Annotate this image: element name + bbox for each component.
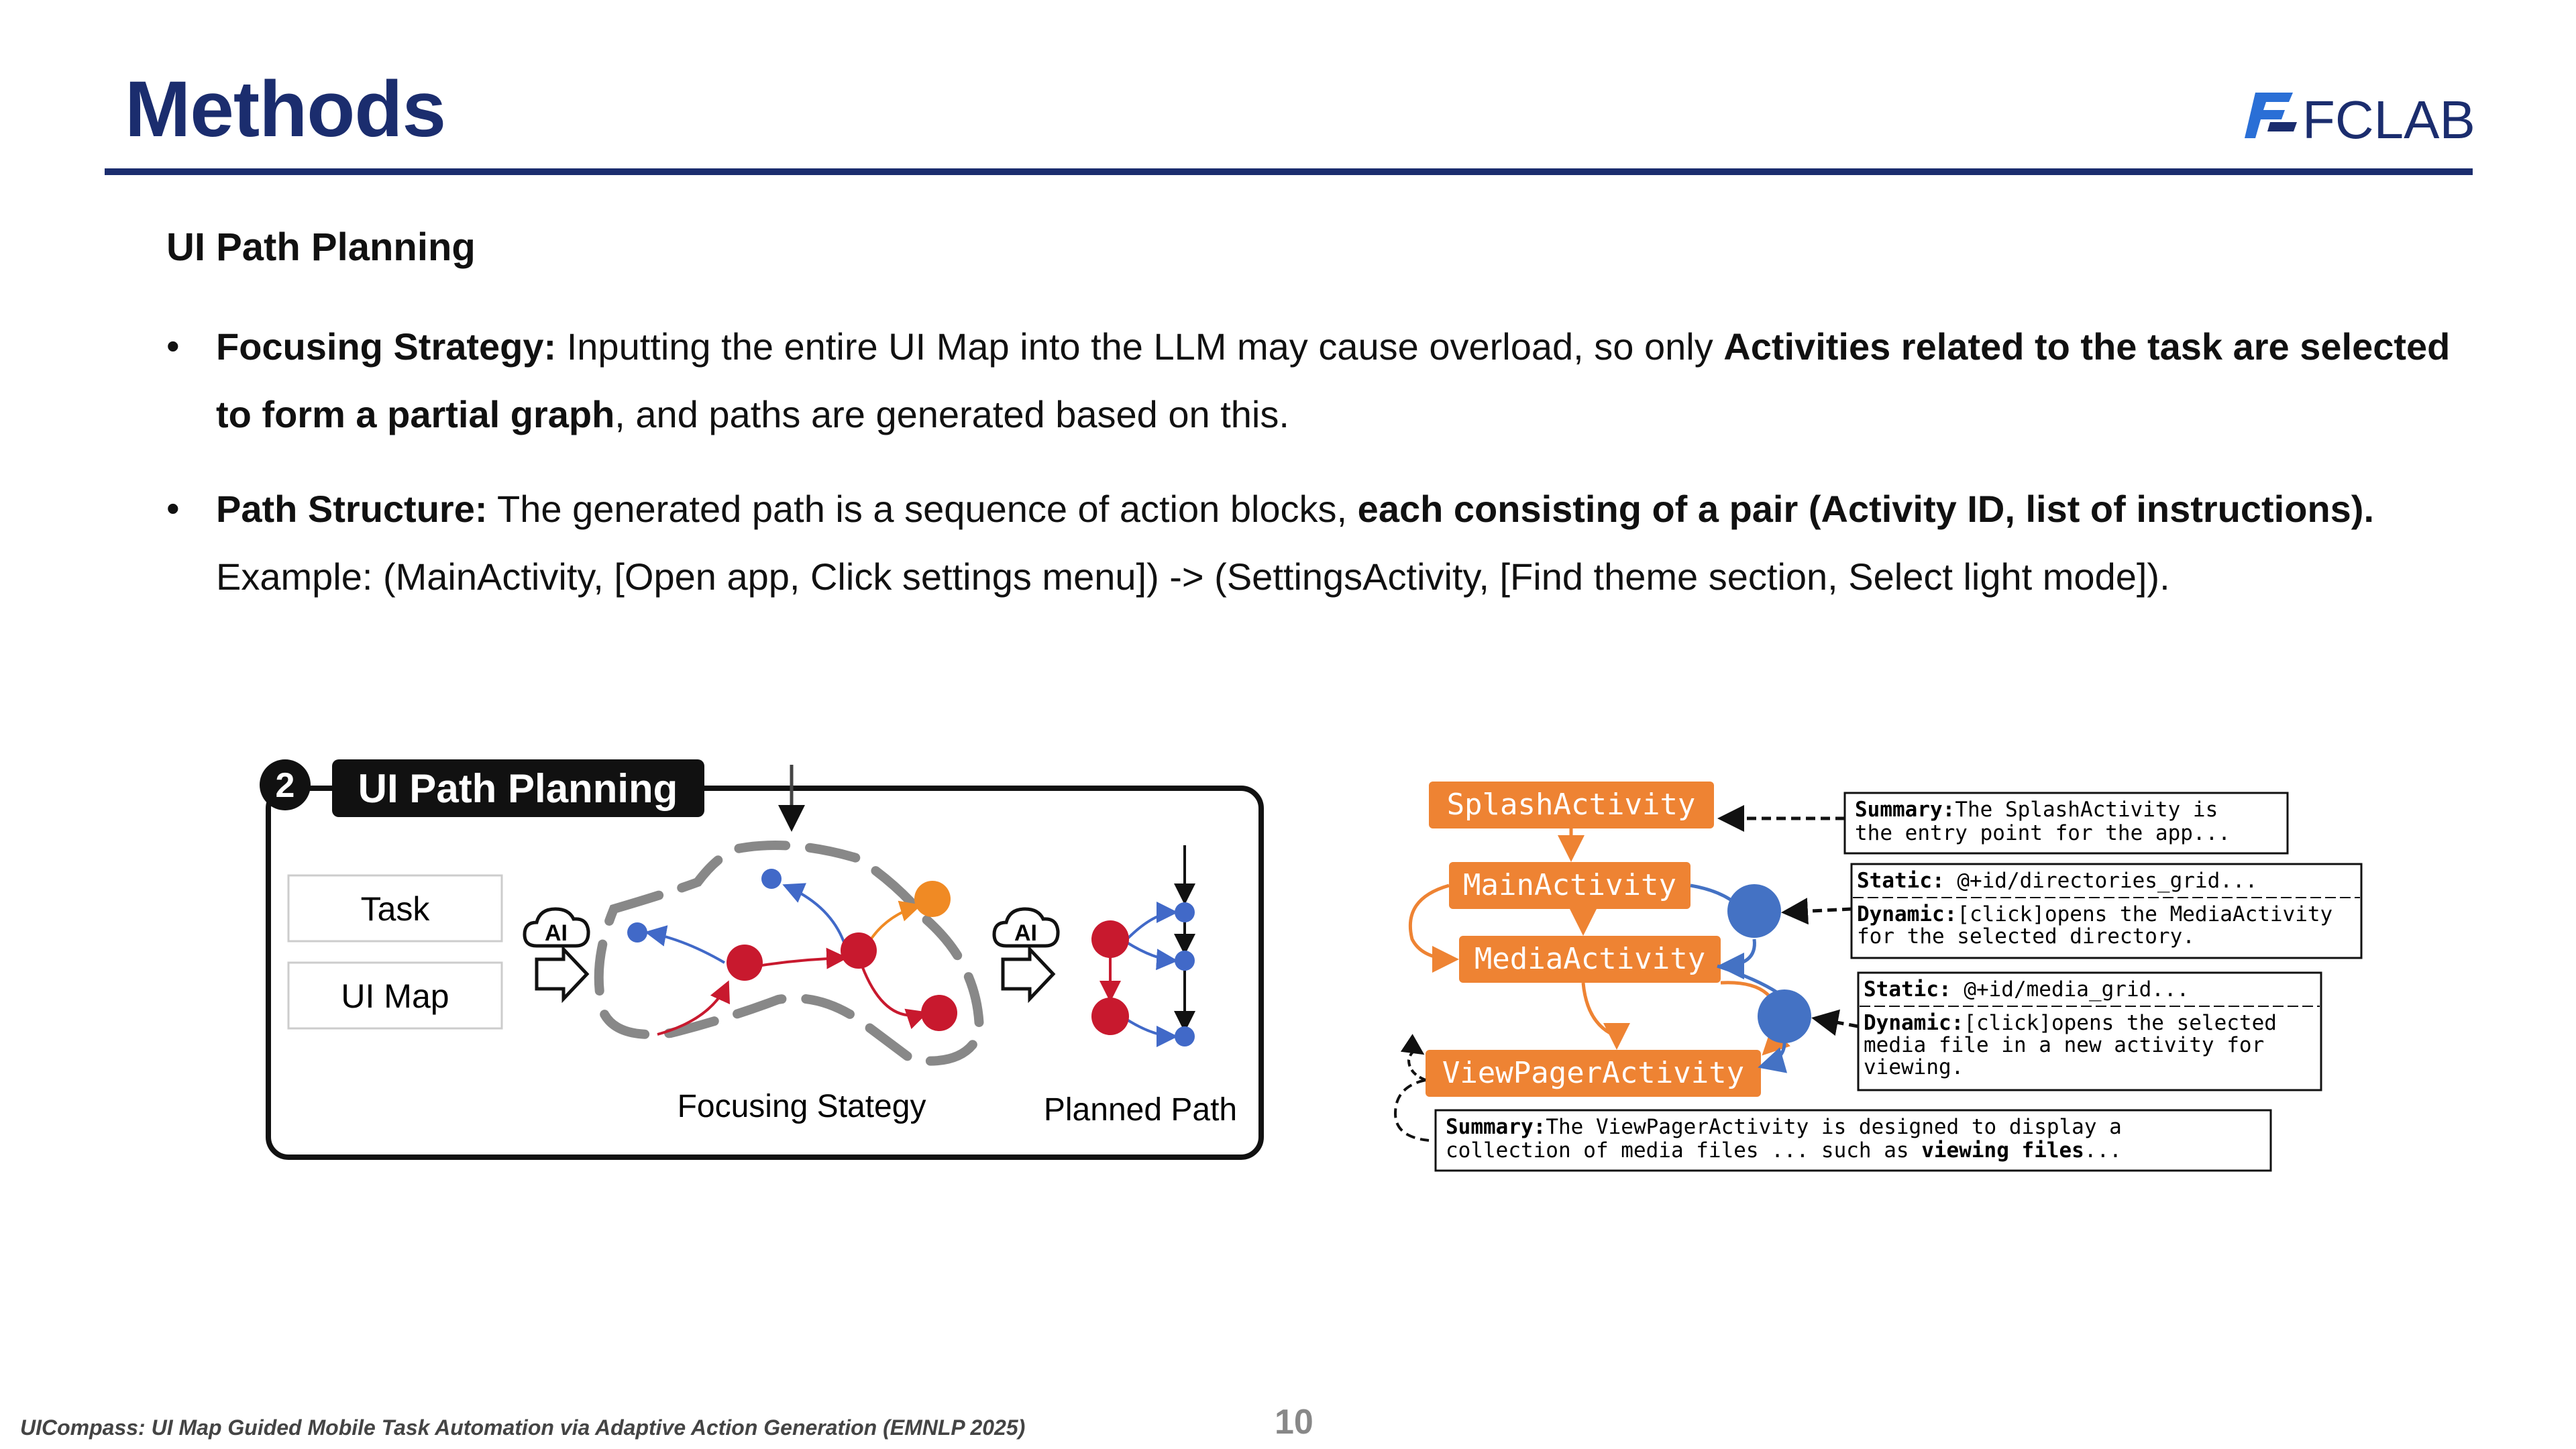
note-line: Summary:The SplashActivity is (1855, 798, 2218, 822)
activity-label: ViewPagerActivity (1442, 1056, 1744, 1090)
viewpager-summary-note (1434, 1109, 2272, 1172)
panel-title: UI Path Planning (358, 766, 678, 811)
bullet-text: , and paths are generated based on this. (614, 393, 1289, 435)
citation-footer: UICompass: UI Map Guided Mobile Task Aut… (20, 1415, 1026, 1440)
path-node (1091, 998, 1129, 1035)
graph-node (841, 932, 877, 969)
graph-node (727, 945, 763, 981)
bullet-emphasis: Activities related to the task are selec… (216, 325, 2451, 435)
bullet-text: Inputting the entire UI Map into the LLM… (556, 325, 1724, 368)
activity-graph-figure: SplashActivity MainActivity MediaActivit… (1393, 782, 2363, 1172)
widget-node (1727, 884, 1781, 938)
panel-title-bar (332, 759, 704, 817)
path-node (1175, 951, 1195, 971)
path-node (1091, 920, 1129, 958)
page-title: Methods (125, 65, 446, 154)
bullet-focusing-strategy: Focusing Strategy: Inputting the entire … (216, 313, 2483, 448)
media-widget-note (1857, 971, 2322, 1091)
arrow-right-icon (1001, 945, 1056, 1004)
note-line: Dynamic:[click]opens the selected (1864, 1011, 2277, 1035)
logo-text: FCLAB (2302, 90, 2475, 150)
note-line: Summary:The ViewPagerActivity is designe… (1446, 1115, 2122, 1139)
graph-node (761, 869, 782, 889)
activity-label: MainActivity (1463, 868, 1676, 902)
ai-cloud-icon: AI (992, 907, 1060, 948)
path-node (1175, 1026, 1195, 1046)
ui-path-planning-figure: 2 UI Path Planning Task UI Map AI Focusi… (260, 759, 1264, 1160)
note-line: viewing. (1864, 1055, 1964, 1079)
task-input-label: Task (361, 890, 431, 928)
note-line: the entry point for the app... (1855, 821, 2231, 845)
step-number-badge (260, 759, 311, 810)
graph-node (914, 881, 951, 917)
main-widget-note (1850, 863, 2363, 959)
logo-mark-icon (2245, 93, 2297, 138)
focus-caption: Focusing Stategy (678, 1089, 926, 1124)
activity-label: MediaActivity (1474, 942, 1705, 976)
activity-label: SplashActivity (1447, 788, 1696, 822)
path-node (1175, 902, 1195, 922)
note-line: collection of media files ... such as vi… (1446, 1138, 2122, 1163)
ai-label: AI (545, 920, 568, 946)
note-line: for the selected directory. (1857, 924, 2195, 949)
graph-node (921, 995, 957, 1031)
bullet-label: Focusing Strategy: (216, 325, 557, 368)
ui-map-input-label: UI Map (341, 977, 449, 1015)
ai-cloud-icon: AI (523, 907, 590, 948)
graph-node (627, 922, 647, 943)
page-number: 10 (1275, 1403, 1313, 1442)
activity-viewpager (1426, 1050, 1761, 1097)
splash-summary-note (1843, 792, 2289, 855)
arrow-right-icon (535, 945, 590, 1004)
bullet-text: The generated path is a sequence of acti… (487, 488, 1358, 530)
ai-label: AI (1014, 920, 1037, 946)
bullet-example: Example: (MainActivity, [Open app, Click… (216, 555, 2170, 598)
note-line: media file in a new activity for (1864, 1033, 2264, 1057)
ui-map-input-box (287, 961, 503, 1030)
activity-splash (1429, 782, 1714, 828)
widget-node (1758, 989, 1811, 1043)
planned-path-caption: Planned Path (1044, 1092, 1237, 1128)
note-line: Static: @+id/directories_grid... (1857, 869, 2257, 893)
section-subheading: UI Path Planning (166, 225, 476, 269)
activity-media (1459, 936, 1721, 983)
title-divider (105, 168, 2473, 175)
focus-boundary (594, 841, 985, 1066)
bullet-marker: • (166, 325, 180, 367)
bullet-marker: • (166, 487, 180, 529)
panel-frame (266, 786, 1264, 1160)
step-number: 2 (276, 766, 295, 805)
activity-main (1449, 862, 1690, 909)
fclab-logo: FCLAB (2245, 90, 2475, 150)
bullet-path-structure: Path Structure: The generated path is a … (216, 475, 2483, 610)
task-input-box (287, 874, 503, 943)
note-line: Dynamic:[click]opens the MediaActivity (1857, 902, 2332, 926)
bullet-label: Path Structure: (216, 488, 488, 530)
bullet-emphasis: each consisting of a pair (Activity ID, … (1357, 488, 2375, 530)
note-line: Static: @+id/media_grid... (1864, 977, 2189, 1002)
